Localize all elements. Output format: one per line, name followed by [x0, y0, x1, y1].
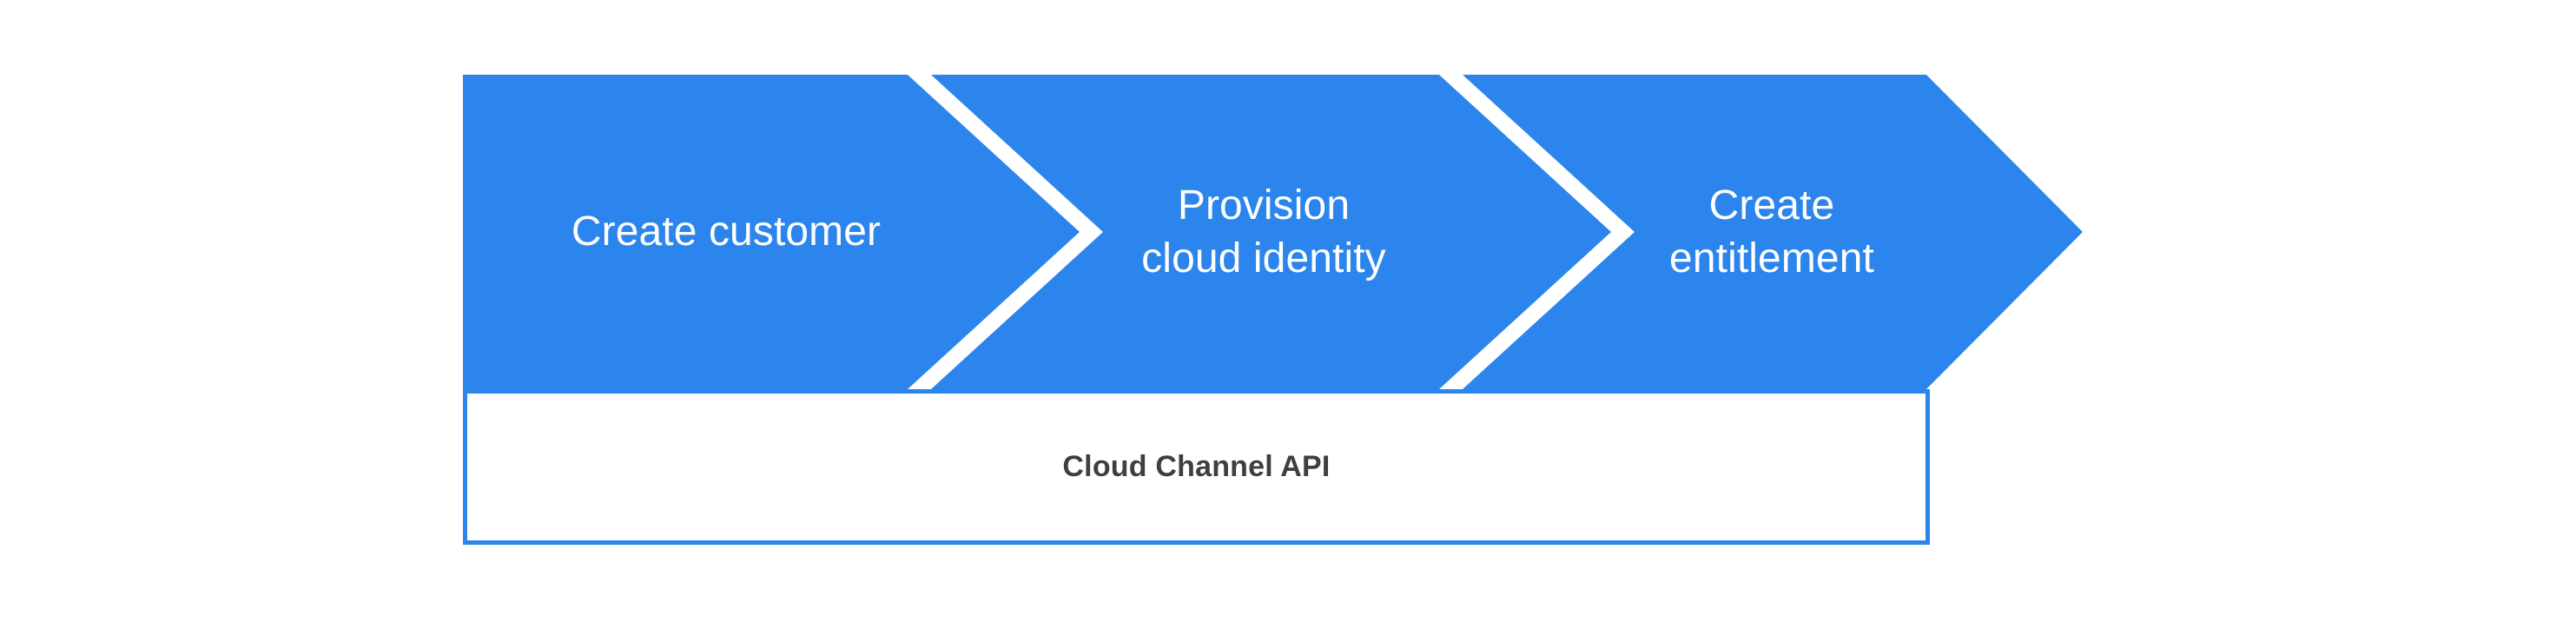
chevron-segment-2[interactable] — [931, 75, 1611, 389]
chevron-segment-1[interactable] — [463, 75, 1080, 389]
step-label-provision-cloud-identity: Provision cloud identity — [1141, 182, 1386, 281]
cloud-channel-api-label: Cloud Channel API — [1062, 450, 1331, 483]
step-labels-layer: Create customer Provision cloud identity… — [0, 75, 2576, 389]
step-label-create-entitlement: Create entitlement — [1669, 182, 1874, 281]
chevron-segment-3[interactable] — [1463, 75, 2083, 389]
cloud-channel-api-box[interactable]: Cloud Channel API — [463, 389, 1930, 545]
step-label-create-customer: Create customer — [571, 209, 882, 255]
